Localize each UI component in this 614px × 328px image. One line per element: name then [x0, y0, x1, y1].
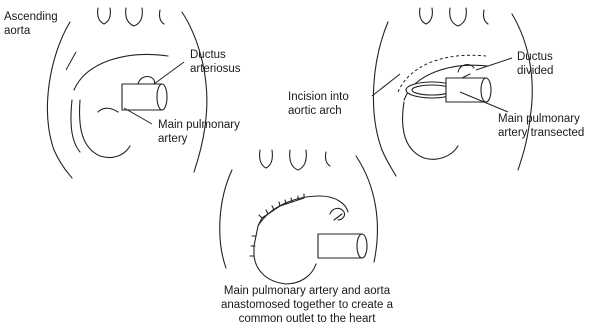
- label-ductus-arteriosus-line2: arteriosus: [190, 63, 241, 75]
- label-ductus-divided: Ductus: [517, 51, 553, 63]
- label-incision-into-aortic-arch-line2: aortic arch: [288, 105, 342, 117]
- caption-line-2: anastomosed together to create a: [221, 299, 394, 311]
- label-main-pulmonary-artery-transected-line2: artery transected: [498, 127, 584, 139]
- panel-2-anatomy: [372, 8, 532, 176]
- label-main-pulmonary-artery-transected: Main pulmonary: [498, 113, 580, 125]
- label-ascending-aorta: Ascending: [4, 11, 58, 23]
- caption-line-1: Main pulmonary artery and aorta: [224, 285, 391, 297]
- label-ductus-divided-line2: divided: [517, 65, 553, 77]
- panel-3-anatomy: [220, 150, 378, 284]
- panel-1-anatomy: [47, 8, 206, 178]
- label-incision-into-aortic-arch: Incision into: [288, 91, 349, 103]
- label-main-pulmonary-artery: Main pulmonary: [158, 119, 240, 131]
- caption-line-3: common outlet to the heart: [239, 313, 377, 325]
- label-ductus-arteriosus: Ductus: [190, 49, 226, 61]
- label-ascending-aorta-line2: aorta: [4, 25, 31, 37]
- label-main-pulmonary-artery-line2: artery: [158, 133, 188, 145]
